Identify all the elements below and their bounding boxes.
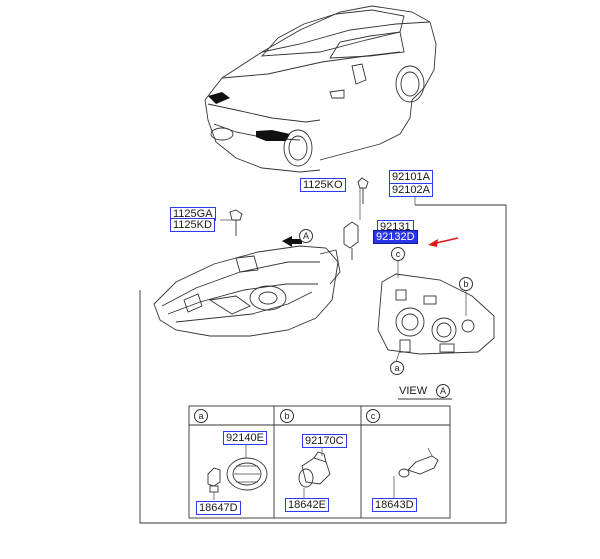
view-label: VIEW	[399, 385, 428, 397]
callout-92132d[interactable]: 92132D	[373, 230, 418, 244]
table-header-a: a	[194, 409, 208, 423]
callout-1125ko[interactable]: 1125KO	[300, 178, 346, 192]
callout-18643d[interactable]: 18643D	[372, 498, 417, 512]
marker-c-rear: c	[391, 247, 405, 261]
marker-b-rear: b	[459, 277, 473, 291]
callout-18647d[interactable]: 18647D	[196, 501, 241, 515]
direction-arrow	[282, 236, 302, 247]
callout-1125kd[interactable]: 1125KD	[170, 218, 215, 232]
bulb-drawing-b	[298, 444, 331, 500]
cap-drawing-a	[226, 442, 268, 491]
bulb-detail-table	[188, 405, 451, 519]
lamp-rear-view	[377, 258, 495, 363]
headlamp-highlight	[256, 130, 290, 141]
view-letter-marker: A	[436, 384, 450, 398]
bulb-socket	[343, 221, 359, 260]
bolt-upper	[357, 177, 369, 204]
headlamp-assembly	[153, 245, 341, 337]
main-frame	[139, 204, 507, 524]
callout-92101a[interactable]: 92101A	[389, 170, 433, 184]
callout-92140e[interactable]: 92140E	[223, 431, 267, 445]
callout-92102a[interactable]: 92102A	[389, 183, 433, 197]
marker-a-rear: a	[390, 361, 404, 375]
car-illustration	[204, 5, 437, 173]
callout-18642e[interactable]: 18642E	[285, 498, 329, 512]
bolt-side	[229, 209, 243, 236]
table-header-b: b	[280, 409, 294, 423]
callout-1125ga[interactable]: 1125GA	[170, 207, 216, 221]
marker-view-a: A	[299, 229, 313, 243]
bulb-drawing-a	[207, 467, 221, 500]
table-header-c: c	[366, 409, 380, 423]
bulb-drawing-c	[393, 447, 439, 498]
callout-92170c[interactable]: 92170C	[302, 434, 347, 448]
